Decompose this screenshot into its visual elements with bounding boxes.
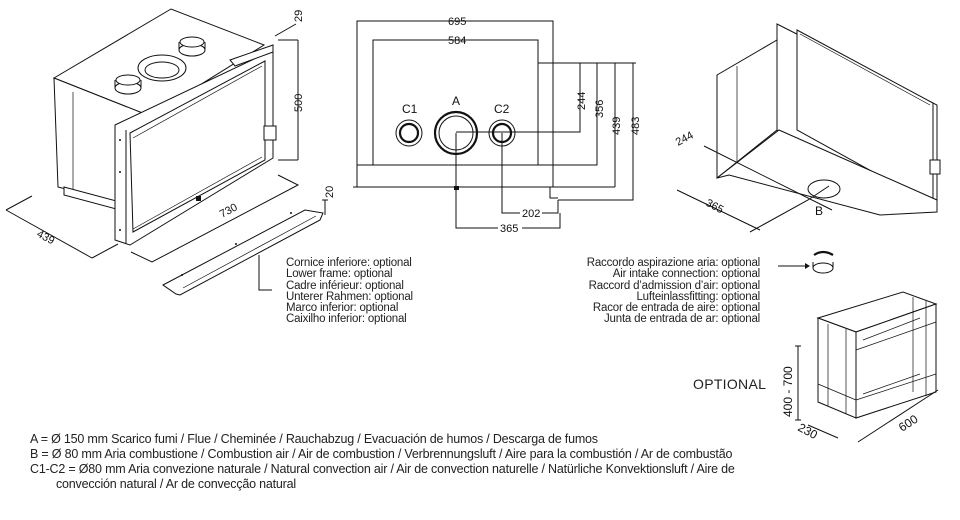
note-line: Raccord d’admission d’air: optional xyxy=(588,279,761,292)
dim-stand-height: 400 - 700 xyxy=(781,366,795,417)
legend-line-c: C1-C2 = Ø80 mm Aria convezione naturale … xyxy=(30,462,735,476)
air-intake-notes: Raccordo aspirazione aria: optional Air … xyxy=(520,257,761,326)
dim-offset-29: 29 xyxy=(293,10,305,22)
label-a: A xyxy=(452,94,460,108)
handle-icon xyxy=(263,125,277,141)
dim-244: 244 xyxy=(576,92,588,110)
iso-bottom-view: B 244 365 xyxy=(674,23,941,233)
label-b: B xyxy=(815,204,823,218)
optional-stand: 400 - 700 230 600 xyxy=(781,291,939,443)
note-line: Marco inferior: optional xyxy=(286,302,399,315)
dim-365: 365 xyxy=(500,223,518,235)
dim-202: 202 xyxy=(522,208,540,220)
dim-outer-width-695: 695 xyxy=(448,16,466,28)
note-line: Raccordo aspirazione aria: optional xyxy=(586,257,760,269)
dim-stand-depth: 230 xyxy=(796,420,821,442)
dim-483: 483 xyxy=(630,117,642,135)
lower-frame-notes: Cornice inferiore: optional Lower frame:… xyxy=(286,257,413,326)
dim-bottom-365: 365 xyxy=(704,197,726,216)
connection-c1 xyxy=(395,119,423,147)
legend-line-a: A = Ø 150 mm Scarico fumi / Flue / Chemi… xyxy=(30,432,598,446)
note-line: Air intake connection: optional xyxy=(612,268,760,281)
label-c1: C1 xyxy=(402,102,418,116)
dim-bottom-244: 244 xyxy=(674,129,696,148)
flue-collar-a xyxy=(137,54,187,82)
optional-label: OPTIONAL xyxy=(693,376,767,392)
legend: A = Ø 150 mm Scarico fumi / Flue / Chemi… xyxy=(30,432,735,492)
body-side xyxy=(716,39,778,180)
dim-height-500: 500 xyxy=(293,94,305,112)
air-intake-fitting-icon xyxy=(778,250,834,274)
note-line: Cadre inférieur: optional xyxy=(286,279,404,292)
note-line: Racor de entrada de aire: optional xyxy=(592,302,760,315)
legend-line-c-cont: convección natural / Ar de convecção nat… xyxy=(56,477,296,491)
lower-frame-part: 20 xyxy=(162,186,336,296)
note-line: Lufteinlassfitting: optional xyxy=(636,290,760,303)
legend-line-b: B = Ø 80 mm Aria combustione / Combustio… xyxy=(30,447,733,461)
dim-439: 439 xyxy=(611,117,623,135)
label-c2: C2 xyxy=(494,102,510,116)
note-line: Unterer Rahmen: optional xyxy=(286,290,413,303)
note-line: Lower frame: optional xyxy=(286,268,393,281)
note-line: Junta de entrada de ar: optional xyxy=(604,313,760,326)
note-line: Cornice inferiore: optional xyxy=(286,257,412,269)
flue-collar-c1 xyxy=(114,74,142,95)
iso-front-view: 439 730 500 29 xyxy=(5,8,305,263)
dim-356: 356 xyxy=(594,100,606,118)
glass-door xyxy=(129,60,266,233)
top-view: 695 584 C1 A C2 244 356 439 483 xyxy=(353,16,642,235)
dim-frame-height-20: 20 xyxy=(324,186,336,198)
dim-inner-width-584: 584 xyxy=(448,35,466,47)
bottom-plate xyxy=(716,129,938,216)
note-line: Caixilho inferior: optional xyxy=(286,313,407,326)
flue-collar-c2 xyxy=(178,36,206,57)
leader-line xyxy=(258,255,272,291)
dim-depth-439: 439 xyxy=(35,228,57,247)
